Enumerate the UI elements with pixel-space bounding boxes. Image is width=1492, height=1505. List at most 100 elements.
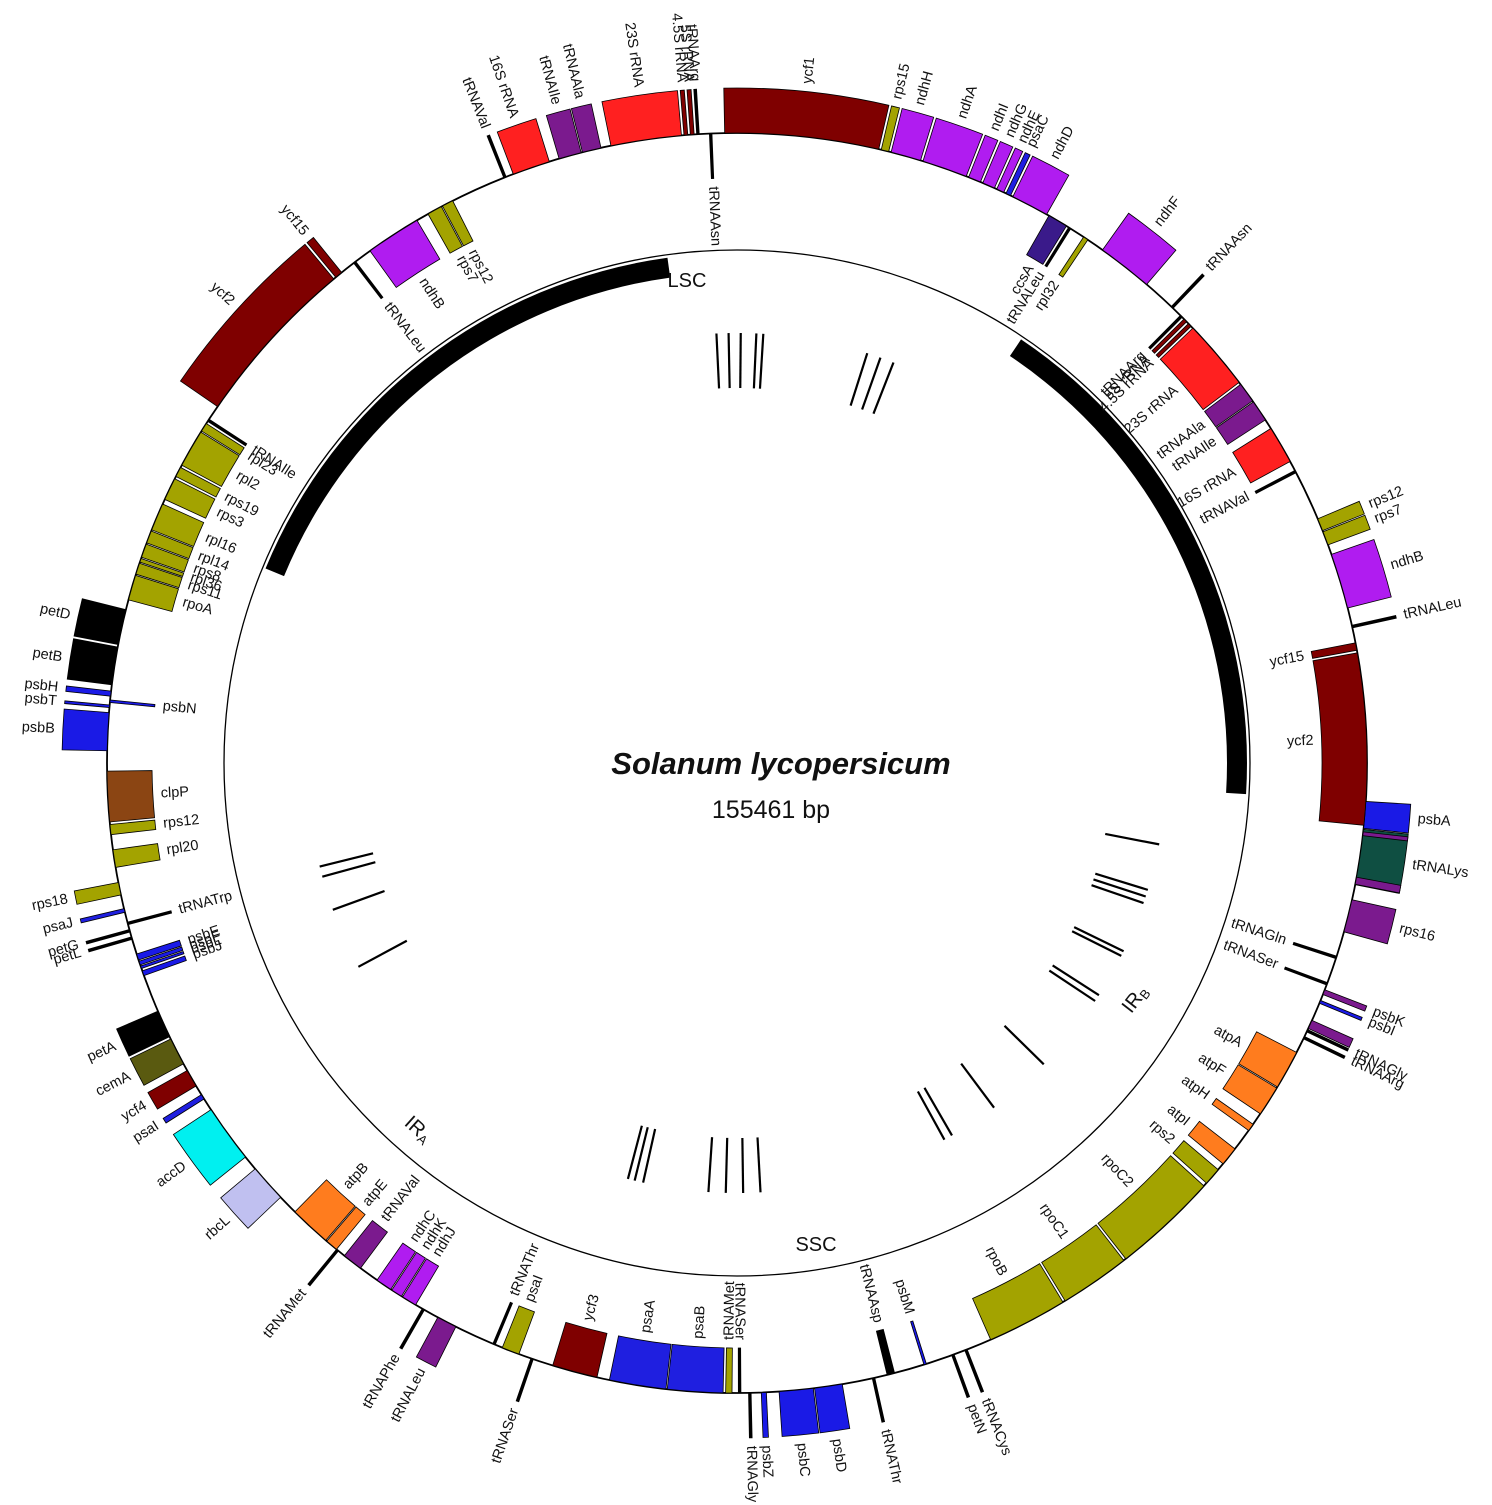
gene-block-psbi bbox=[1318, 999, 1363, 1021]
gene-block-ycf1 bbox=[723, 87, 890, 150]
gene-block-trnathr bbox=[492, 1301, 514, 1346]
gene-label-trnaleu: tRNALeu bbox=[381, 299, 429, 355]
repeat-tick bbox=[642, 1128, 657, 1183]
gene-label-rps18: rps18 bbox=[31, 891, 70, 914]
gene-label-psbm: psbM bbox=[891, 1277, 917, 1316]
gene-block-rps18 bbox=[73, 881, 122, 905]
gene-label-atph: atpH bbox=[1178, 1072, 1212, 1103]
gene-label-psai: psaI bbox=[130, 1118, 162, 1146]
gene-block-rps8 bbox=[141, 543, 189, 573]
ssc-label: SSC bbox=[795, 1234, 836, 1256]
gene-block-rps7 bbox=[427, 206, 464, 254]
gene-block-psbc bbox=[778, 1387, 820, 1437]
gene-label-trnaval: tRNAVal bbox=[458, 75, 493, 131]
gene-label-trnaala: tRNAAla bbox=[559, 42, 588, 101]
gene-block-trnaasp bbox=[875, 1328, 896, 1376]
repeat-tick bbox=[319, 852, 374, 868]
gene-label-peta: petA bbox=[85, 1038, 119, 1065]
gene-block-psbt bbox=[64, 700, 111, 708]
gene-label-ndha: ndhA bbox=[955, 83, 981, 121]
gene-label-psbd: psbD bbox=[828, 1438, 849, 1474]
gene-label-trnatrp: tRNATrp bbox=[177, 888, 234, 917]
gene-label-psbb: psbB bbox=[21, 719, 55, 737]
gene-block-rps7 bbox=[1322, 514, 1371, 546]
gene-block-petb bbox=[66, 638, 119, 686]
gene-label-23s-rrna: 23S rRNA bbox=[621, 21, 646, 88]
gene-block-rps12 bbox=[109, 819, 157, 836]
gene-label-ycf1: ycf1 bbox=[800, 56, 819, 84]
gene-label-psaj: psaJ bbox=[41, 915, 75, 938]
gene-label-rpl2: rpl2 bbox=[233, 468, 262, 494]
gene-block-ndhf bbox=[1101, 212, 1177, 285]
gene-block-ndhk bbox=[391, 1251, 426, 1297]
gene-block-psaj bbox=[79, 908, 126, 924]
gene-label-rbcl: rbcL bbox=[202, 1213, 234, 1244]
gene-block-psai bbox=[162, 1094, 205, 1124]
irb-label: IRB bbox=[1118, 981, 1154, 1018]
gene-block-unlabeled bbox=[1307, 1019, 1354, 1048]
gene-label-trnamet: tRNAMet bbox=[721, 1281, 738, 1340]
gene-label-petl: petL bbox=[52, 945, 84, 968]
region-circle bbox=[223, 249, 1251, 1277]
repeat-tick bbox=[1094, 872, 1149, 891]
gene-block-psbe bbox=[136, 939, 182, 961]
repeat-tick bbox=[861, 357, 882, 410]
gene-block-5s-rrna bbox=[1151, 318, 1188, 354]
repeat-tick bbox=[752, 333, 758, 389]
gene-block-23s-rrna bbox=[1159, 327, 1240, 411]
inverted-repeat-bars bbox=[265, 257, 1247, 795]
gene-label-trnaval: tRNAVal bbox=[378, 1173, 423, 1225]
gene-block-rps12 bbox=[441, 200, 474, 247]
gene-block-16s-rrna bbox=[1232, 427, 1291, 484]
gene-block-rpoc2 bbox=[1097, 1155, 1205, 1260]
gene-block-trnaser bbox=[1283, 966, 1328, 986]
repeat-tick bbox=[626, 1125, 643, 1180]
gene-block-rpoa bbox=[127, 574, 180, 613]
gene-label-ycf4: ycf4 bbox=[119, 1098, 150, 1125]
repeat-tick bbox=[872, 362, 895, 415]
gene-block-psbf bbox=[138, 946, 184, 966]
gene-block-ycf2 bbox=[179, 243, 335, 408]
gene-block-trnaleu bbox=[1044, 226, 1072, 268]
gene-label-psba: psbA bbox=[1417, 811, 1452, 830]
gene-label-trnaarg: tRNAArg bbox=[683, 24, 703, 82]
repeat-tick bbox=[741, 1137, 745, 1193]
repeat-tick bbox=[923, 1087, 953, 1136]
repeat-tick bbox=[1052, 964, 1100, 997]
species-title: Solanum lycopersicum bbox=[611, 746, 950, 781]
gene-label-psbn: psbN bbox=[162, 698, 197, 717]
gene-block-psbn bbox=[109, 699, 156, 708]
repeat-tick bbox=[633, 1126, 649, 1181]
repeat-tick bbox=[1003, 1024, 1045, 1066]
gene-block-atph bbox=[1211, 1097, 1254, 1132]
gene-block-trnaala bbox=[570, 103, 602, 153]
gene-block-4-5s-rrna bbox=[679, 89, 689, 136]
gene-block-unlabeled bbox=[1354, 876, 1402, 894]
gene-block-petl bbox=[87, 936, 133, 953]
gene-block-peta bbox=[116, 1010, 171, 1057]
repeat-tick bbox=[960, 1062, 995, 1109]
gene-label-rps16: rps16 bbox=[1398, 921, 1437, 945]
gene-label-trnalys: tRNALys bbox=[1411, 857, 1469, 881]
gene-block-psbl bbox=[140, 951, 185, 969]
gene-block-psaa bbox=[608, 1335, 672, 1390]
gene-block-atpe bbox=[326, 1206, 366, 1250]
lsc-label: LSC bbox=[668, 270, 707, 292]
repeat-tick bbox=[1093, 878, 1147, 898]
gene-label-trnagly: tRNAGly bbox=[743, 1446, 760, 1503]
gene-block-rpl20 bbox=[112, 843, 161, 868]
gene-label-accd: accD bbox=[153, 1158, 189, 1190]
gene-block-rpl32 bbox=[1058, 236, 1089, 278]
gene-label-16s-rrna: 16S rRNA bbox=[485, 53, 522, 120]
gene-label-ndhf: ndhF bbox=[1151, 194, 1184, 230]
repeat-tick bbox=[1105, 832, 1160, 846]
gene-blocks bbox=[61, 87, 1412, 1439]
gene-block-petg bbox=[85, 929, 131, 945]
gene-label-atpf: atpF bbox=[1195, 1050, 1228, 1079]
gene-block-psbd bbox=[814, 1383, 851, 1434]
gene-block-trnaasn bbox=[1170, 273, 1205, 309]
gene-label-trnamet: tRNAMet bbox=[260, 1286, 310, 1342]
repeat-tick bbox=[1048, 969, 1096, 1002]
gene-block-rpl2 bbox=[181, 431, 240, 488]
repeat-tick bbox=[724, 1137, 729, 1193]
